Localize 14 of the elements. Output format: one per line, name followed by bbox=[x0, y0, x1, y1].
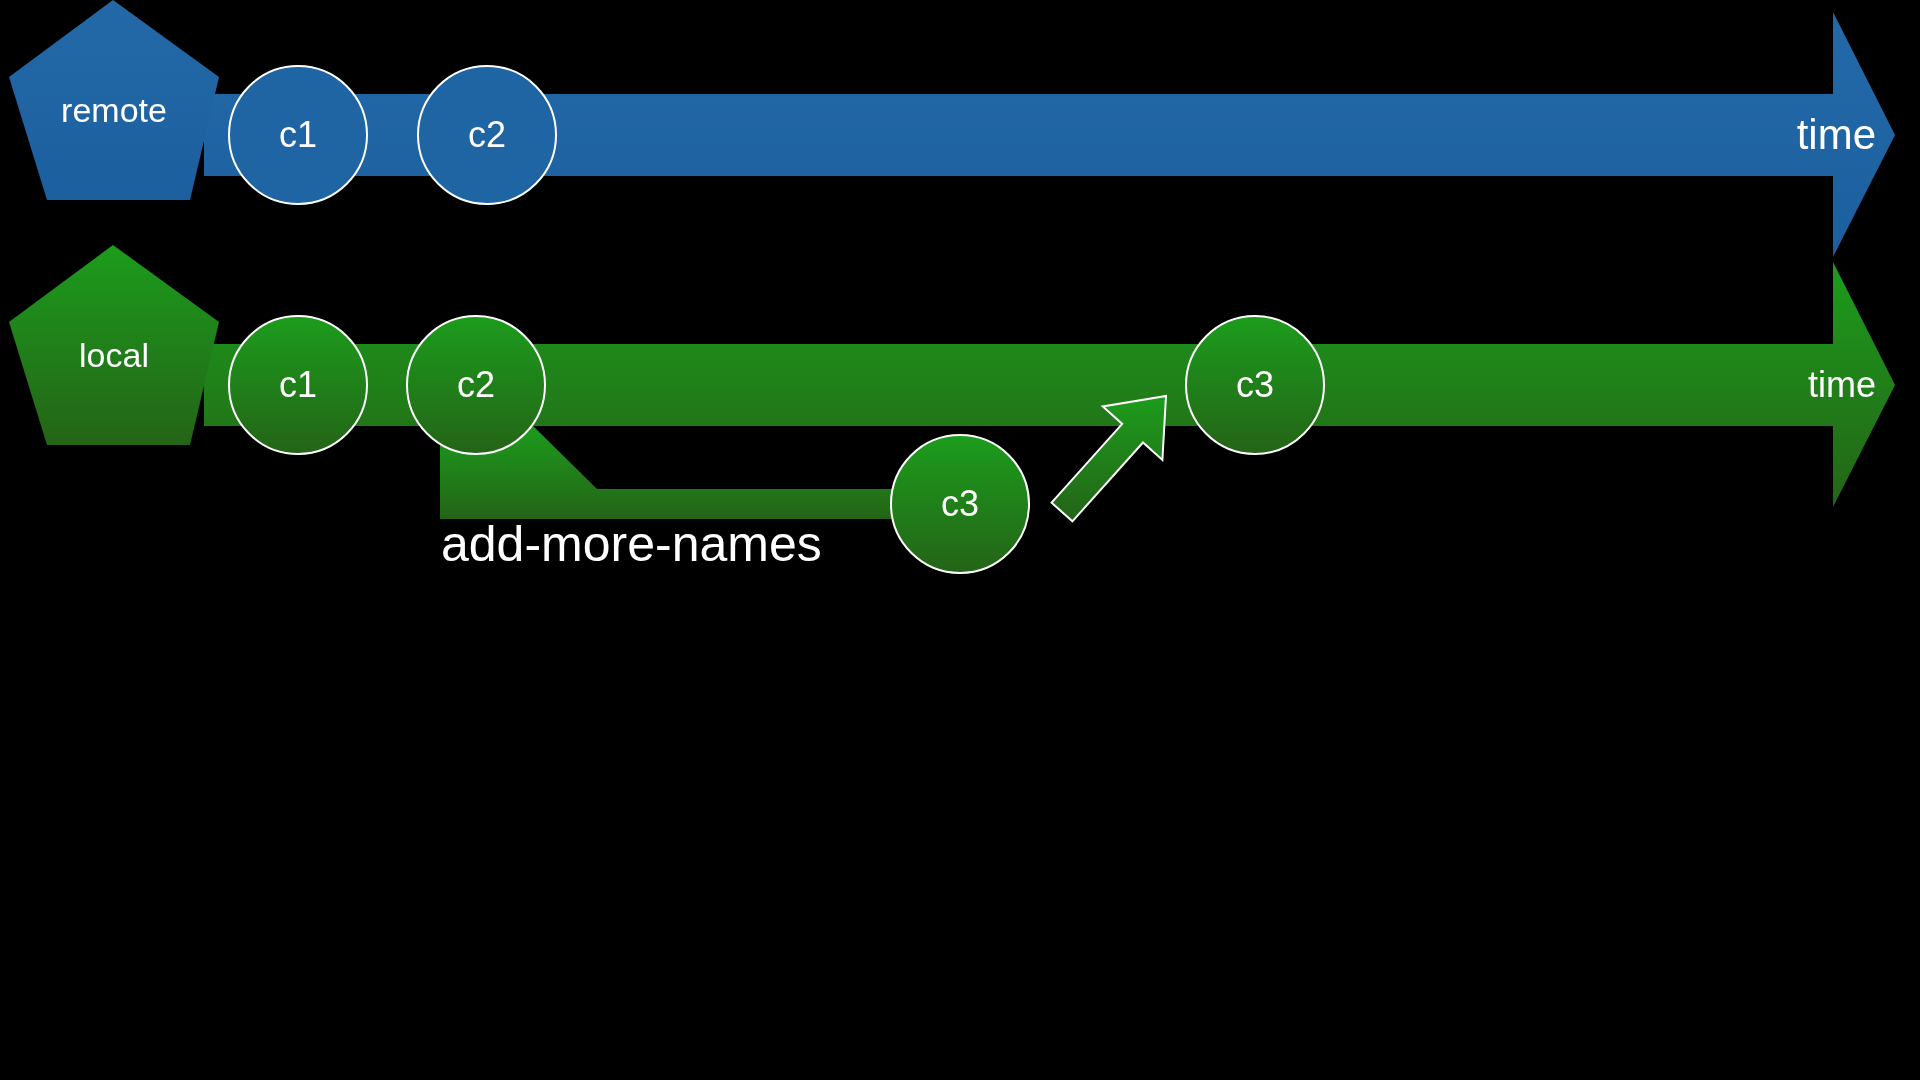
time-label: time bbox=[1808, 363, 1876, 407]
pentagon-shape bbox=[9, 245, 219, 445]
commit-circle: c1 bbox=[228, 65, 368, 205]
branch-name: add-more-names bbox=[441, 515, 822, 573]
commit-circle: c3 bbox=[1185, 315, 1325, 455]
commit-circle: c2 bbox=[406, 315, 546, 455]
pentagon-shape bbox=[9, 0, 219, 200]
node-label: remote bbox=[60, 90, 168, 130]
commit-circle: c3 bbox=[890, 434, 1030, 574]
commit-circle: c2 bbox=[417, 65, 557, 205]
time-label: time bbox=[1796, 109, 1876, 160]
commit-circle: c1 bbox=[228, 315, 368, 455]
node-label: local bbox=[78, 335, 150, 375]
block-arrow bbox=[1050, 394, 1168, 523]
